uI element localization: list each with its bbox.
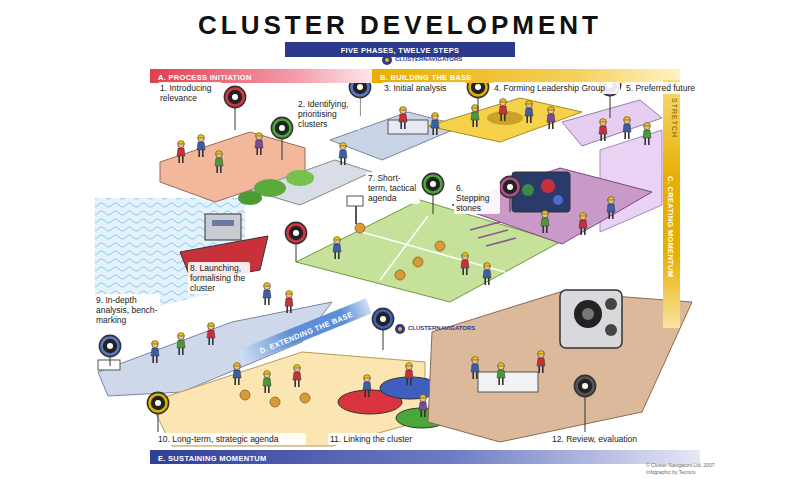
step-label: 7. Short-term, tactical agenda (366, 172, 420, 204)
step-label: 6. Stepping stones (454, 182, 500, 214)
subtitle-band: FIVE PHASES, TWELVE STEPS (285, 42, 515, 57)
step-label: 9. In-depth analysis, bench-marking (94, 294, 160, 326)
stretch-label: STRETCH (670, 98, 679, 148)
step-label: 1. Introducing relevance (158, 82, 222, 104)
step-label: 5. Preferred future (624, 82, 710, 94)
phase-band: E. SUSTAINING MOMENTUM (150, 450, 700, 464)
step-label: 3. Initial analysis (382, 82, 466, 94)
step-label: 2. Identifying, prioritising clusters (296, 98, 360, 130)
phase-band: A. PROCESS INITIATION (150, 69, 372, 83)
logo-text: CLUSTERNAVIGATORS (395, 55, 485, 63)
logo-text: CLUSTERNAVIGATORS (408, 324, 498, 332)
step-label: 10. Long-term, strategic agenda (156, 433, 306, 445)
credit-note: Infographic by Tecnics (646, 469, 786, 476)
diagram-title: CLUSTER DEVELOPMENT (0, 10, 800, 40)
step-label: 4. Forming Leadership Group (492, 82, 620, 94)
step-label: 11. Linking the cluster (328, 433, 438, 445)
step-label: 12. Review, evaluation (550, 433, 660, 445)
phase-name: FIVE PHASES, TWELVE STEPS (341, 45, 460, 57)
phase-name: C. CREATING MOMENTUM (663, 176, 677, 277)
phase-name: E. SUSTAINING MOMENTUM (158, 453, 267, 464)
copyright-note: © Cluster Navigators Ltd. 2007 (646, 462, 786, 469)
phase-band: B. BUILDING THE BASE (372, 69, 680, 83)
step-label: 8. Launching, formalising the cluster (188, 262, 250, 294)
